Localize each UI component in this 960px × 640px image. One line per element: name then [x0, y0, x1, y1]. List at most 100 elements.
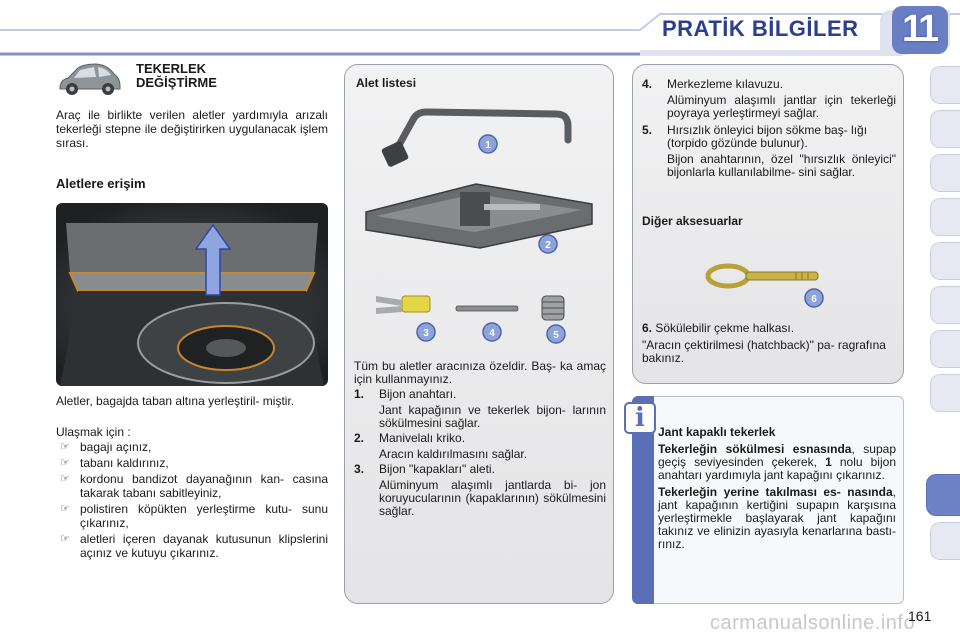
chapter-tabs: [926, 66, 960, 626]
chapter-tab[interactable]: [930, 66, 960, 104]
list-item: ☞ kordonu bandizot dayanağının kan- casın…: [56, 472, 328, 500]
pointing-hand-icon: ☞: [60, 533, 70, 545]
info-refit: Tekerleğin yerine takılması es- nasında,…: [658, 486, 896, 551]
item-name: Merkezleme kılavuzu.: [667, 77, 784, 91]
chapter-tab[interactable]: [930, 374, 960, 412]
chapter-tab[interactable]: [930, 110, 960, 148]
item-number: 6.: [642, 321, 653, 335]
accessories-heading: Diğer aksesuarlar: [642, 214, 743, 228]
item-name: Bijon anahtarı.: [379, 387, 457, 401]
jack-icon: [365, 183, 593, 249]
step-text: aletleri içeren dayanak kutusunun klipsl…: [80, 532, 328, 560]
tow-reference: "Aracın çektirilmesi (hatchback)" pa- ra…: [642, 338, 886, 365]
callout-5-label: 5: [553, 330, 559, 341]
access-howto: Ulaşmak için :: [56, 425, 131, 439]
item-number: 1.: [354, 387, 365, 401]
accessories-panel: [632, 64, 904, 384]
item-description: Bijon anahtarının, özel "hırsızlık önley…: [667, 152, 896, 179]
info-title: Jant kapaklı tekerlek: [658, 425, 776, 439]
callout-2: [538, 234, 558, 254]
item-number: 3.: [354, 462, 365, 476]
callout-3-label: 3: [423, 328, 429, 339]
watermark: carmanualsonline.info: [710, 612, 916, 634]
list-item: 1. Bijon anahtarı.: [354, 388, 606, 401]
access-steps: ☞ bagajı açınız, ☞ tabanı kaldırınız, ☞ kor…: [56, 440, 328, 562]
pointing-hand-icon: ☞: [60, 473, 70, 485]
item-description: Aracın kaldırılmasını sağlar.: [379, 447, 528, 461]
pointing-hand-icon: ☞: [60, 503, 70, 515]
chapter-tab[interactable]: [930, 154, 960, 192]
info-refit-text: , jant kapağının kertiğini supapın karşı…: [658, 485, 896, 551]
centering-guide-icon: [455, 305, 519, 312]
pointing-hand-icon: ☞: [60, 457, 70, 469]
wheel-wrench-icon: [381, 108, 572, 167]
list-item: ☞ bagajı açınız,: [56, 440, 328, 454]
page-header-title: PRATİK BİLGİLER: [662, 16, 859, 41]
chapter-tab[interactable]: [930, 286, 960, 324]
chapter-tab[interactable]: [930, 522, 960, 560]
tools-heading: Alet listesi: [356, 76, 417, 90]
item-description: Alüminyum alaşımlı jantlar için tekerleğ…: [667, 93, 896, 120]
callout-1: [478, 134, 498, 154]
callout-4-label: 4: [489, 328, 495, 339]
callout-6: [804, 288, 824, 308]
section-title: TEKERLEK DEĞİŞTİRME: [136, 62, 217, 90]
tools-intro: Tüm bu aletler aracınıza özeldir. Baş- k…: [354, 359, 606, 386]
item-name: Hırsızlık önleyici bijon sökme baş- lığı…: [667, 123, 868, 150]
tools-illustration: 1 2 3 4 5: [365, 108, 593, 344]
info-icon: i: [624, 402, 656, 434]
hubcap-tool-icon: [376, 295, 431, 314]
item-name: Bijon "kapakları" aleti.: [379, 462, 495, 476]
info-removal: Tekerleğin sökülmesi esnasında, supap ge…: [658, 443, 896, 482]
list-item: 5. Hırsızlık önleyici bijon sökme baş- lı…: [642, 124, 896, 150]
info-removal-text: nolu bijon anahtarı yardımıyla jant kapa…: [658, 455, 896, 482]
list-item: 3. Bijon "kapakları" aleti.: [354, 463, 606, 476]
step-text: polistiren köpükten yerleştirme kutu- su…: [80, 502, 328, 530]
access-description: Aletler, bagajda taban altına yerleştiri…: [56, 394, 295, 408]
info-text: Jant kapaklı tekerlek Tekerleğin sökülme…: [658, 426, 896, 555]
callout-2-label: 2: [545, 240, 551, 251]
callout-3: [416, 322, 436, 342]
info-removal-bold: Tekerleğin sökülmesi esnasında: [658, 442, 852, 456]
car-icon: [59, 63, 121, 95]
socket-icon: [541, 295, 565, 321]
trunk-photo: [56, 203, 328, 386]
callout-6-label: 6: [811, 294, 817, 305]
chapter-tab-active[interactable]: [926, 474, 960, 516]
list-item: ☞ aletleri içeren dayanak kutusunun klips…: [56, 532, 328, 560]
tools-text: Tüm bu aletler aracınıza özeldir. Baş- k…: [354, 360, 606, 518]
list-item: 4. Merkezleme kılavuzu.: [642, 78, 896, 91]
step-text: kordonu bandizot dayanağının kan- casına…: [80, 472, 328, 500]
page-number: 161: [908, 608, 932, 624]
item-number: 5.: [642, 123, 653, 137]
step-text: tabanı kaldırınız,: [80, 456, 169, 470]
list-item: 2.Manivelalı kriko.: [354, 432, 606, 445]
header-band: [0, 6, 960, 56]
info-bar: [632, 396, 654, 604]
step-text: bagajı açınız,: [80, 440, 152, 454]
access-heading: Aletlere erişim: [56, 176, 146, 191]
tow-ring-icon: [705, 263, 819, 289]
callout-5: [546, 324, 566, 344]
section-title-line2: DEĞİŞTİRME: [136, 75, 217, 90]
list-item: ☞ polistiren köpükten yerleştirme kutu- s…: [56, 502, 328, 530]
callout-1-label: 1: [485, 140, 491, 151]
tow-text: 6. Sökülebilir çekme halkası. "Aracın çe…: [642, 322, 896, 369]
tow-ring-illustration: 6: [705, 263, 824, 308]
callout-4: [482, 322, 502, 342]
chapter-tab[interactable]: [930, 242, 960, 280]
info-removal-num: 1: [825, 455, 832, 469]
pointing-hand-icon: ☞: [60, 441, 70, 453]
info-refit-bold: Tekerleğin yerine takılması es- nasında: [658, 485, 893, 499]
section-title-line1: TEKERLEK: [136, 61, 207, 76]
item-name: Sökülebilir çekme halkası.: [655, 321, 795, 335]
chapter-number: 11: [902, 8, 939, 50]
item-number: 4.: [642, 77, 653, 91]
item-description: Alüminyum alaşımlı jantlarda bi- jon kor…: [379, 478, 606, 518]
chapter-tab[interactable]: [930, 198, 960, 236]
more-items: 4. Merkezleme kılavuzu. Alüminyum alaşıml…: [642, 76, 896, 179]
section-intro: Araç ile birlikte verilen aletler yardım…: [56, 108, 328, 150]
list-item: ☞ tabanı kaldırınız,: [56, 456, 328, 470]
list-item: 6. Sökülebilir çekme halkası.: [642, 322, 896, 335]
chapter-tab[interactable]: [930, 330, 960, 368]
